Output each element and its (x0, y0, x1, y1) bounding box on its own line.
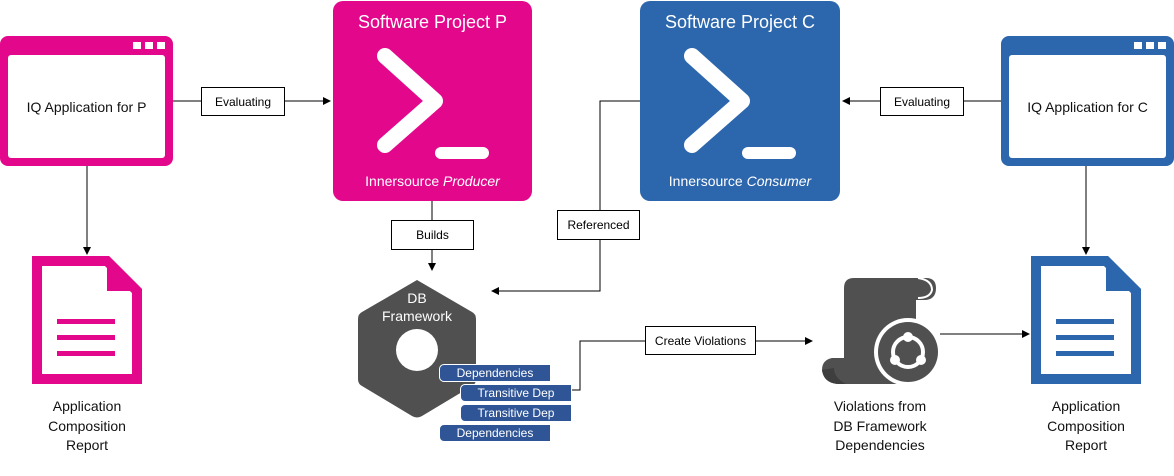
referenced-label: Referenced (557, 210, 640, 240)
iq-app-window-p: IQ Application for P (0, 36, 173, 166)
builds-label: Builds (391, 220, 474, 250)
sync-circle-icon (890, 332, 926, 369)
project-p-subtitle: Innersource Producer (365, 173, 500, 189)
software-project-c: Software Project C Innersource Consumer (640, 1, 840, 201)
scroll-icon (822, 277, 942, 386)
create-violations-label: Create Violations (645, 326, 756, 355)
document-icon (1031, 256, 1141, 384)
software-project-p: Software Project P Innersource Producer (333, 1, 532, 201)
right-report-caption: Application Composition Report (1047, 398, 1125, 453)
violations-caption: Violations from DB Framework Dependencie… (833, 398, 927, 453)
project-c-subtitle: Innersource Consumer (668, 173, 812, 189)
hexagon-icon (358, 280, 476, 418)
browser-window-icon (133, 42, 165, 49)
iq-app-window-c: IQ Application for C (1001, 36, 1174, 166)
dependency-tag: Transitive Dep (460, 384, 572, 402)
evaluating-label-left: Evaluating (201, 87, 285, 116)
iq-app-c-label: IQ Application for C (1009, 55, 1166, 158)
dependency-tag: Dependencies (439, 424, 551, 442)
dependency-tag: Dependencies (439, 364, 551, 382)
iq-app-p-label: IQ Application for P (8, 55, 165, 158)
browser-window-icon (1134, 42, 1166, 49)
left-report-caption: Application Composition Report (48, 398, 126, 453)
project-p-title: Software Project P (357, 12, 508, 32)
framework-label: DB Framework (381, 290, 452, 324)
evaluating-label-right: Evaluating (880, 87, 964, 116)
terminal-prompt-icon (684, 48, 796, 159)
dependency-tag: Transitive Dep (460, 404, 572, 422)
document-icon (32, 256, 142, 384)
project-c-title: Software Project C (664, 12, 816, 32)
terminal-prompt-icon (377, 48, 489, 159)
